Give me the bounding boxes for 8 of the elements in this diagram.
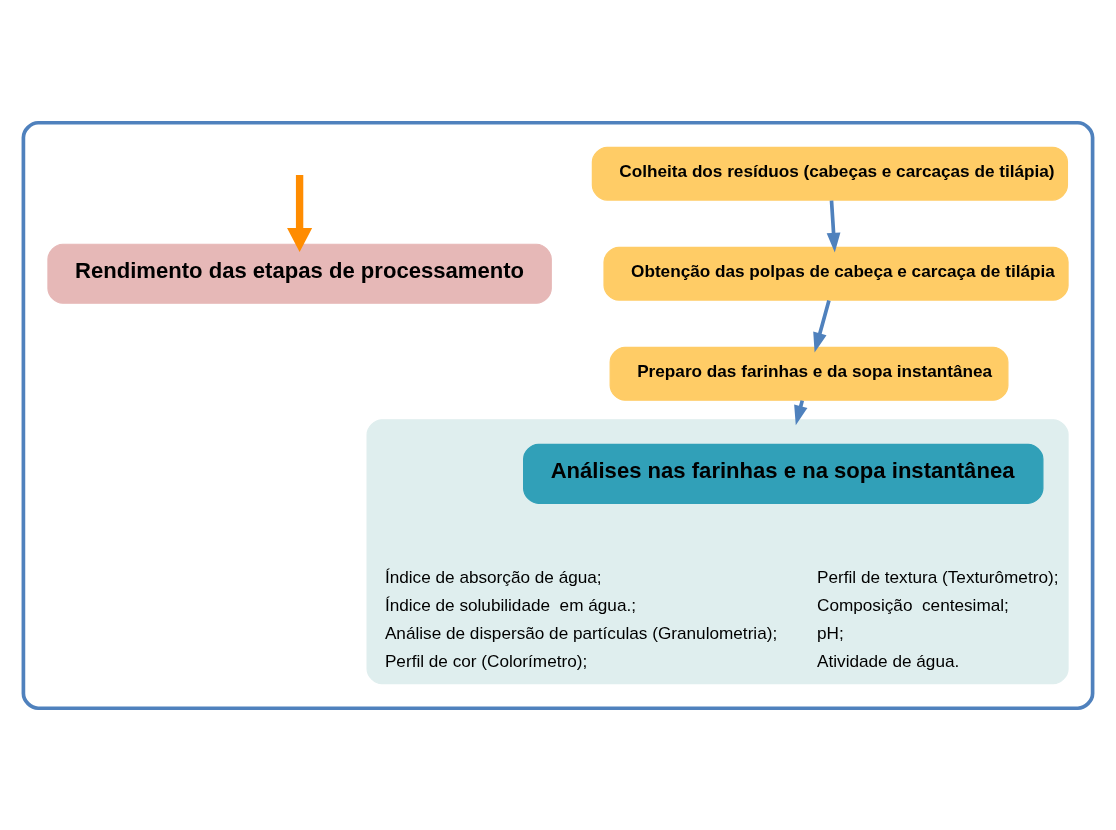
arrow [813, 299, 831, 352]
node-box: Obtenção das polpas de cabeça e carcaça de tilápia [603, 246, 1069, 301]
node-box: Colheita dos resíduos (cabeças e carcaças de tilápia) [591, 146, 1069, 201]
node-box: Análises nas farinhas e na sopa instantânea [523, 443, 1044, 504]
node-box: Rendimento das etapas de processamento [47, 243, 552, 304]
node-box: Preparo das farinhas e da sopa instantânea [609, 346, 1009, 401]
cluster [21, 120, 1095, 710]
arrow [826, 199, 841, 253]
